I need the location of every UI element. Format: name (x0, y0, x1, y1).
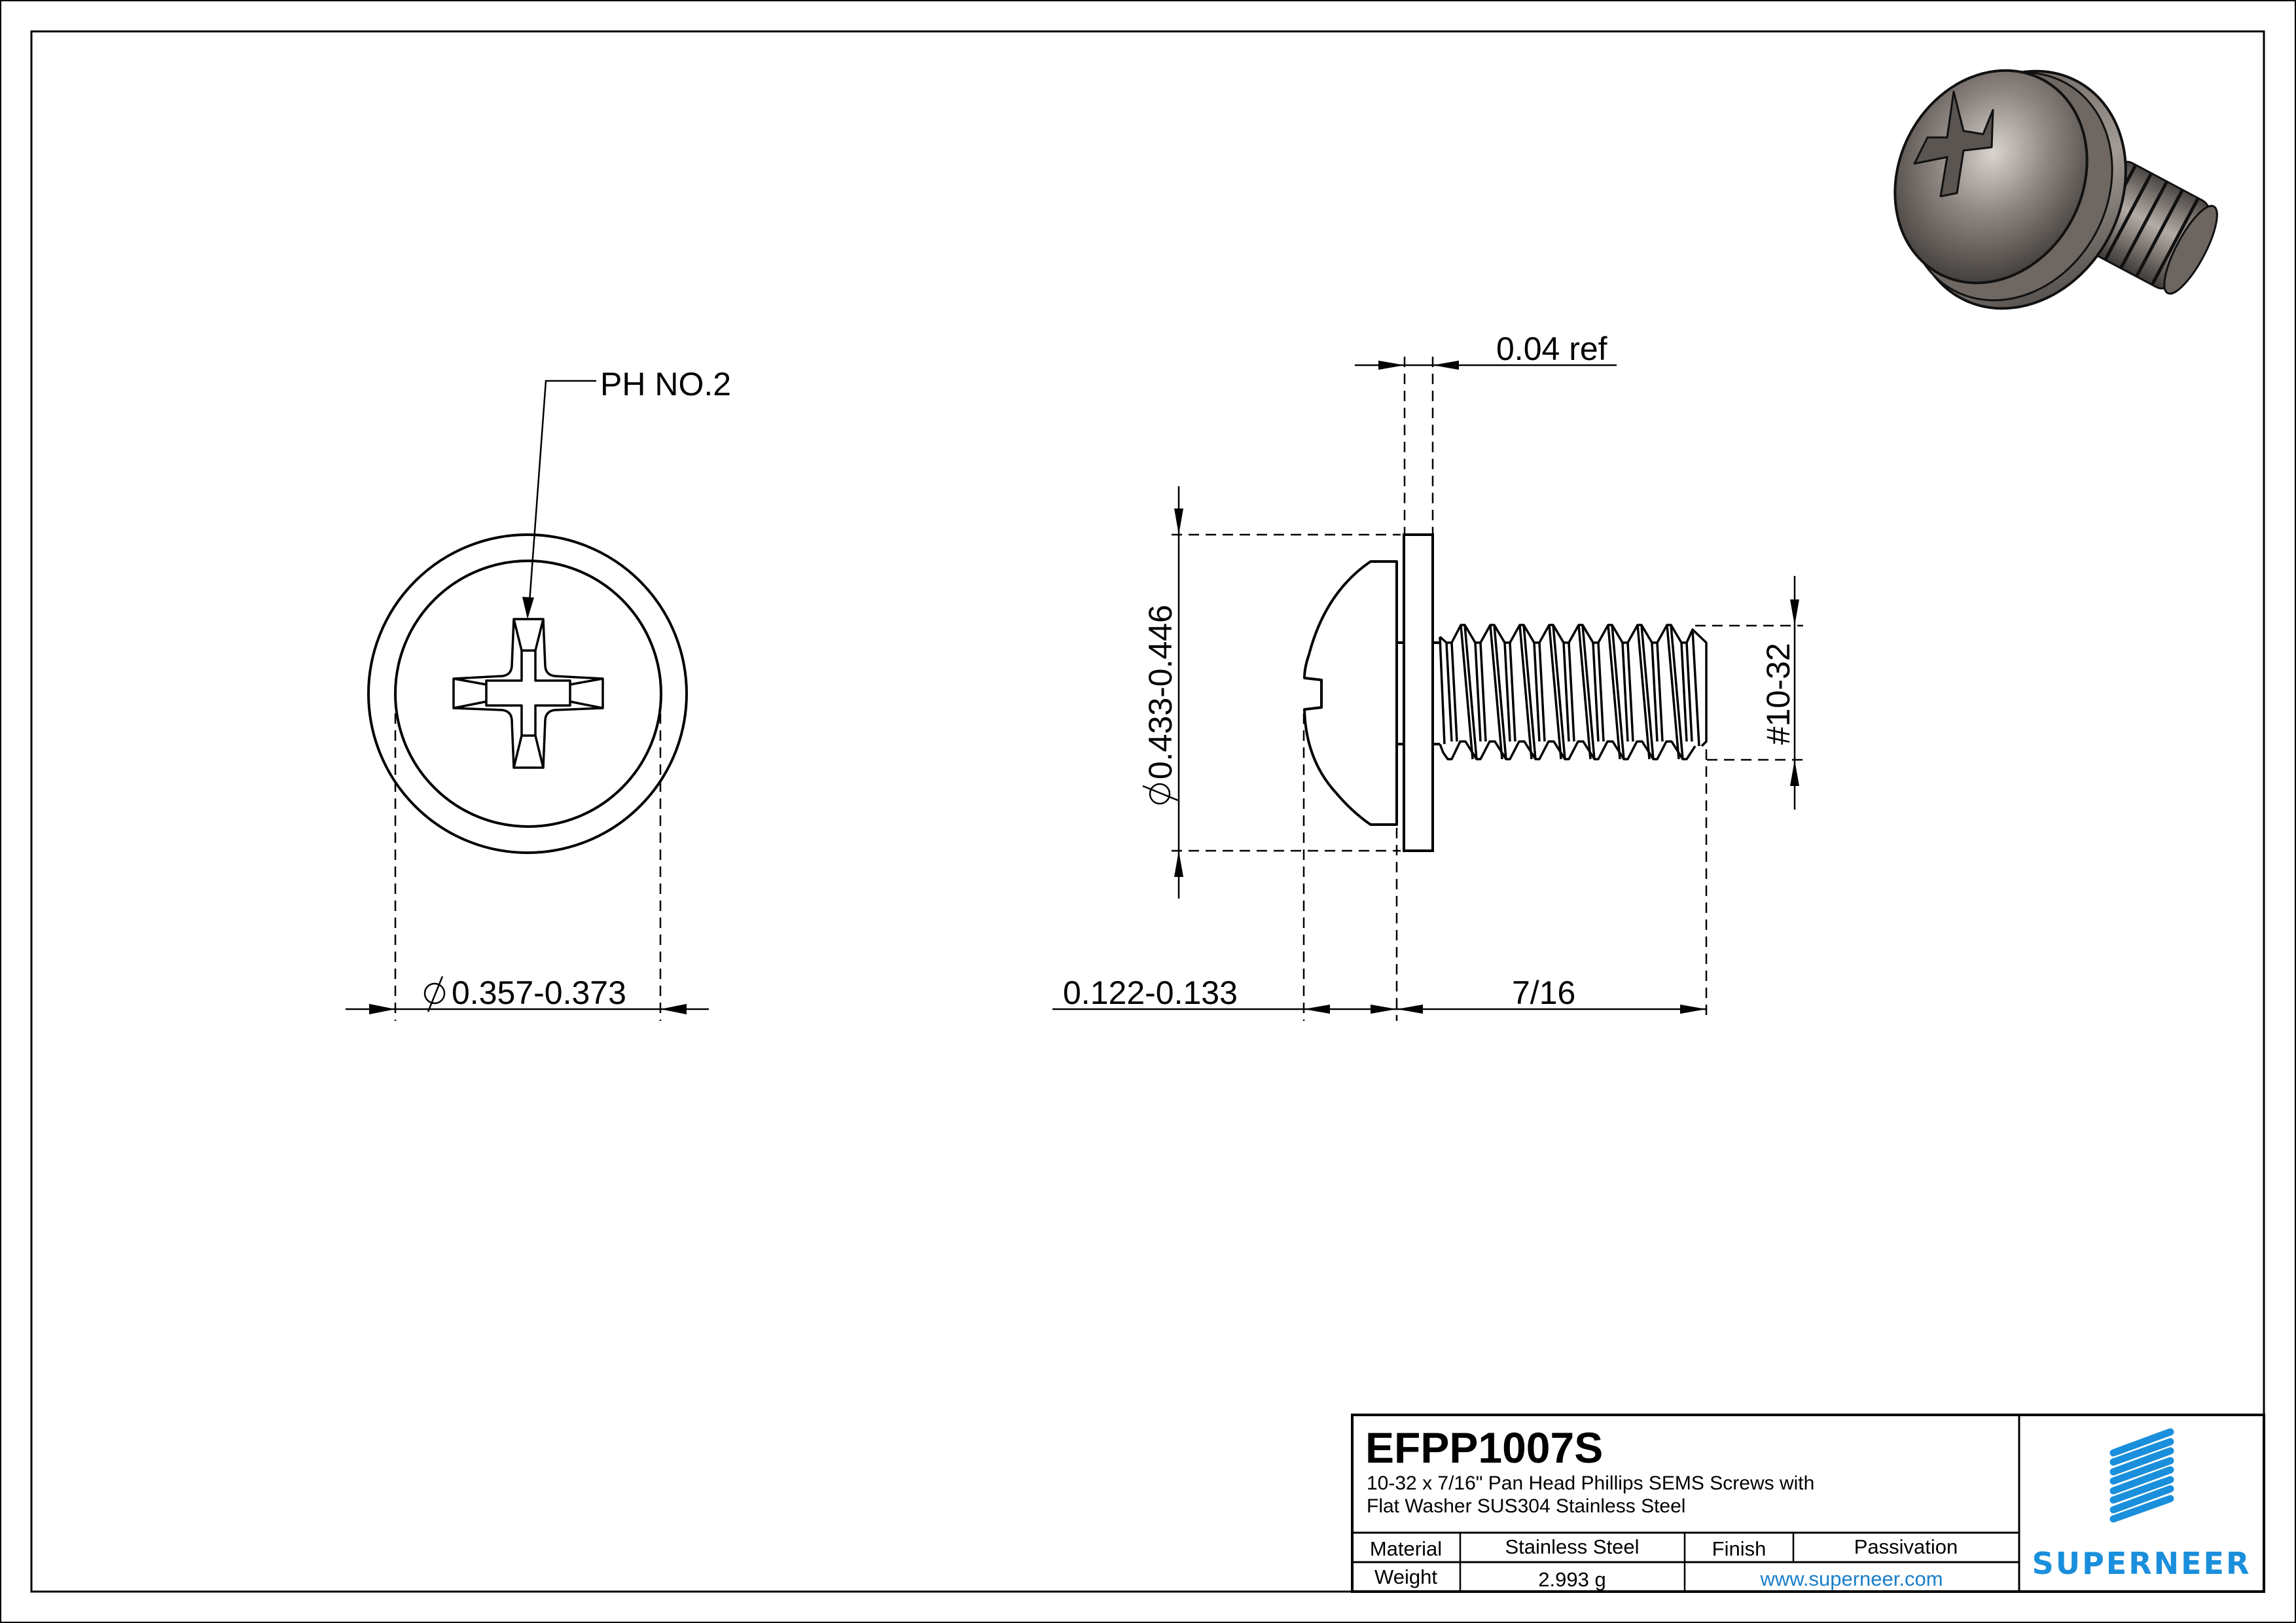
recess-callout-label: PH NO.2 (600, 366, 731, 402)
arrowhead-icon (1378, 361, 1405, 370)
iso-head (1893, 69, 2089, 285)
title-block: EFPP1007S 10-32 x 7/16" Pan Head Phillip… (1351, 1414, 2265, 1593)
arrowhead-icon (1790, 599, 1799, 626)
material-label: Material (1370, 1537, 1442, 1560)
arrowhead-icon (660, 1004, 687, 1014)
head-height-dim: 0.122-0.133 (1063, 974, 1238, 1011)
arrowhead-icon (1680, 1005, 1706, 1014)
head-diameter-dim: 0.357-0.373 (452, 974, 626, 1011)
finish-value: Passivation (1854, 1535, 1958, 1558)
leader-arrowhead-icon (522, 597, 534, 619)
weight-label: Weight (1374, 1565, 1437, 1588)
iso-phillips-recess-icon (1913, 90, 1994, 198)
head-outline (394, 560, 662, 828)
arrowhead-icon (1790, 760, 1799, 786)
washer-thickness-dim: 0.04 ref (1496, 330, 1607, 367)
phillips-recess-icon (452, 618, 604, 769)
part-description-line1: 10-32 x 7/16" Pan Head Phillips SEMS Scr… (1367, 1472, 1814, 1494)
drawing-frame (30, 30, 2265, 1593)
website-link[interactable]: www.superneer.com (1759, 1567, 1943, 1590)
arrowhead-icon (1433, 361, 1459, 370)
part-number: EFPP1007S (1365, 1423, 1603, 1472)
washer-outline (367, 533, 688, 854)
side-view: 0.04 ref 0.433-0.446 #10-32 0.122-0. (1052, 330, 1803, 1021)
length-dim: 7/16 (1512, 974, 1575, 1011)
thread-profile (1439, 624, 1708, 760)
thread-size-dim: #10-32 (1760, 643, 1797, 745)
arrowhead-icon (1397, 1005, 1423, 1014)
arrowhead-icon (369, 1004, 395, 1014)
callout-leader (528, 380, 596, 603)
arrowhead-icon (1174, 851, 1183, 877)
part-description-line2: Flat Washer SUS304 Stainless Steel (1367, 1495, 1685, 1517)
front-view: PH NO.2 0.357-0.373 (346, 366, 731, 1021)
diameter-symbol-icon (423, 976, 446, 1012)
washer-profile (1403, 533, 1434, 852)
arrowhead-icon (1304, 1005, 1330, 1014)
diameter-symbol-icon (1142, 783, 1179, 805)
finish-label: Finish (1712, 1537, 1767, 1560)
iso-view-render (1893, 69, 2218, 310)
arrowhead-icon (1371, 1005, 1397, 1014)
superneer-logo-icon (2109, 1428, 2174, 1523)
brand-name: SUPERNEER (2032, 1546, 2251, 1581)
material-value: Stainless Steel (1505, 1535, 1639, 1558)
washer-diameter-dim: 0.433-0.446 (1142, 605, 1179, 779)
arrowhead-icon (1174, 508, 1183, 535)
weight-value: 2.993 g (1538, 1568, 1605, 1591)
pan-head-profile (1303, 560, 1398, 826)
